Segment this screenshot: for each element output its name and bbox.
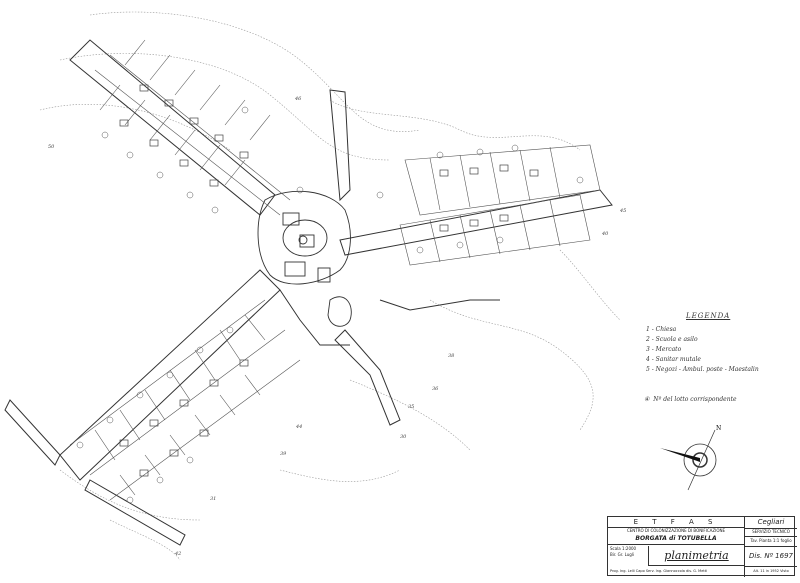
- legend-num: 5: [646, 366, 650, 373]
- title-block-footer: Prog. Ing. Lelli Capo Serv. Ing. Giannoc…: [610, 569, 708, 573]
- contour-label-group: 50 46 45 40 38 36 35 30 44 39 31 42: [48, 96, 626, 557]
- plot-number-markers: [76, 106, 584, 504]
- legend-title: LEGENDA: [686, 312, 731, 320]
- roads: [4, 39, 613, 546]
- plots-northwest: [94, 39, 291, 216]
- plots-southwest: [69, 299, 301, 501]
- drawing-number: Dis. Nº 1697: [745, 546, 797, 567]
- approval-field: Alt. 11 in 1952 Visto: [753, 569, 789, 573]
- legend-item: 5 - Negozi - Ambul. poste - Maestalin: [646, 366, 759, 373]
- legend-item: 3 - Mercato: [646, 346, 682, 353]
- contour-label: 36: [432, 386, 439, 392]
- legend-label: Sanitar mutale: [655, 356, 701, 363]
- contour-label: 50: [48, 144, 55, 150]
- contour-lines: [39, 11, 621, 561]
- sheet-field: Tav. Pianta 1:1 foglio: [745, 536, 797, 547]
- legend-num: 2: [646, 336, 650, 343]
- title-block-right: Cegliari SERVIZIO TECNICO Tav. Pianta 1:…: [744, 517, 797, 577]
- town-name: Cegliari: [745, 517, 797, 529]
- legend-label: Scuola e asilo: [655, 336, 698, 343]
- contour-label: 40: [601, 231, 609, 237]
- legend-note: ④ Nº del lotto corrispondente: [644, 396, 737, 403]
- legend-num: 4: [646, 356, 650, 363]
- compass-north-label: N: [716, 425, 721, 432]
- legend-label: Negozi - Ambul. poste - Maestalin: [655, 366, 759, 373]
- contour-label: 38: [448, 353, 454, 359]
- scale-info: Scala 1:2000 Bir. Gr. Lugli: [610, 546, 646, 558]
- contour-label: 35: [408, 404, 414, 410]
- contour-label: 42: [174, 551, 181, 557]
- legend-label: Chiesa: [655, 326, 677, 333]
- legend-label: Mercato: [655, 346, 682, 353]
- contour-label: 44: [295, 424, 302, 430]
- compass-circle: [683, 443, 717, 477]
- compass-axis: [687, 429, 716, 491]
- contour-label: 39: [280, 451, 287, 457]
- title-block: E T F A S CENTRO DI COLONIZZAZIONE DI BO…: [607, 516, 797, 577]
- contour-label: 46: [294, 96, 302, 102]
- scale-label: Scala 1:2000: [610, 546, 637, 551]
- contour-label: 45: [619, 208, 626, 214]
- legend-num: 3: [646, 346, 650, 353]
- houses: [119, 84, 539, 477]
- legend-item: 1 - Chiesa: [646, 326, 677, 333]
- ente-name: CENTRO DI COLONIZZAZIONE DI BONIFICAZION…: [626, 528, 726, 533]
- agency-name: E T F A S: [608, 517, 744, 528]
- borgata-name: BORGATA di TOTUBELLA: [608, 534, 744, 545]
- plots-east: [399, 144, 601, 266]
- drawing-title: planimetria: [648, 546, 744, 566]
- central-piazza: [257, 190, 352, 327]
- legend-item: 4 - Sanitar mutale: [646, 356, 701, 363]
- plot-number-icon: ④: [644, 396, 650, 403]
- compass-arrow: [660, 448, 700, 462]
- compass-rose: N: [660, 425, 721, 491]
- contour-label: 31: [210, 496, 216, 502]
- legend-num: 1: [646, 326, 650, 333]
- scale-sub: Bir. Gr. Lugli: [610, 552, 635, 557]
- service-field: SERVIZIO TECNICO: [745, 528, 797, 537]
- legend-item: 2 - Scuola e asilo: [646, 336, 698, 343]
- contour-label: 30: [400, 434, 407, 440]
- legend-note-text: Nº del lotto corrispondente: [653, 396, 737, 403]
